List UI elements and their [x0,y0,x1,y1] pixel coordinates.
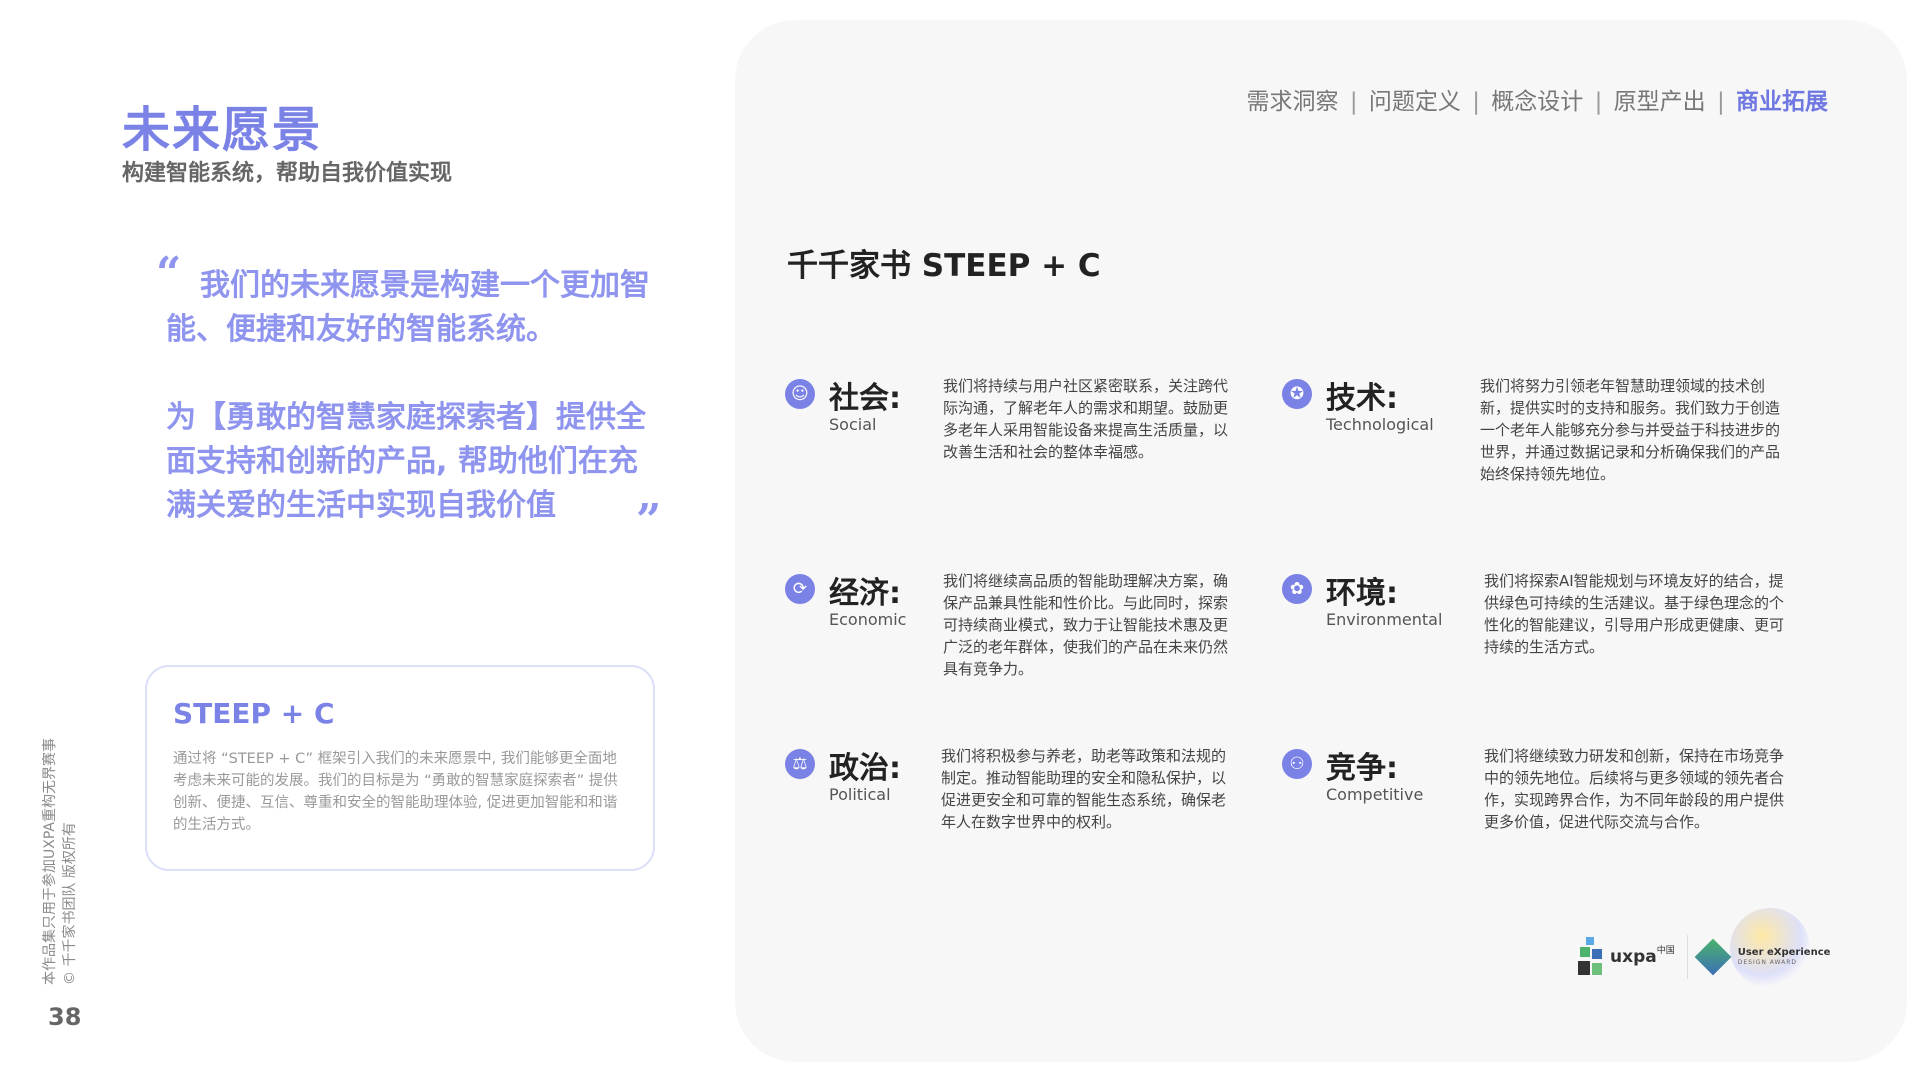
steep-item-description: 我们将努力引领老年智慧助理领域的技术创新，提供实时的支持和服务。我们致力于创造一… [1480,377,1781,483]
uxpa-logo-cn-text: 中国 [1656,945,1675,956]
steep-item-english-name: Economic [829,610,907,629]
copyright-note-line-1: 本作品集只用于参加UXPA重构无界赛事 [42,738,58,985]
page-subtitle: 构建智能系统，帮助自我价值实现 [122,161,453,186]
steep-item-english-name: Political [829,785,891,804]
logo-divider [1686,935,1688,979]
nav-separator: | [1349,89,1358,115]
steep-item-name: 技术: [1326,381,1398,416]
steep-summary-card: STEEP + C 通过将 “STEEP + C” 框架引入我们的未来愿景中, … [145,665,655,871]
nav-separator: | [1716,89,1725,115]
nav-item-problem-definition[interactable]: 问题定义 [1368,89,1461,115]
steep-item-name: 政治: [829,751,901,786]
person-icon: ☺ [785,379,815,409]
nav-item-business-expansion[interactable]: 商业拓展 [1736,89,1828,115]
steep-item-description: 我们将探索AI智能规划与环境友好的结合，提供绿色可持续的生活建议。基于绿色理念的… [1484,572,1785,656]
nav-item-concept-design[interactable]: 概念设计 [1491,89,1584,115]
vision-quote-paragraph-1: 我们的未来愿景是构建一个更加智能、便捷和友好的智能系统。 [166,268,650,347]
ux-award-subtitle: DESIGN AWARD [1737,959,1798,966]
steep-item-description: 我们将积极参与养老，助老等政策和法规的制定。推动智能助理的安全和隐私保护，以促进… [941,747,1227,831]
quote-open-mark: “ [156,248,182,299]
vision-quote: 我们的未来愿景是构建一个更加智能、便捷和友好的智能系统。 为【勇敢的智慧家庭探索… [166,264,666,528]
steep-item-english-name: Competitive [1326,785,1424,804]
steep-card-title: STEEP + C [173,697,335,730]
ux-award-title: User eXperience [1737,947,1831,958]
quote-close-mark: ” [636,495,662,546]
copyright-note-line-2: © 千千家书团队 版权所有 [62,822,78,985]
steep-item-english-name: Technological [1326,415,1434,434]
vision-quote-paragraph-2: 为【勇敢的智慧家庭探索者】提供全面支持和创新的产品, 帮助他们在充满关爱的生活中… [166,400,646,523]
steep-item-name: 竞争: [1326,751,1398,786]
steep-panel [735,20,1907,1062]
cycle-icon: ⟳ [785,574,815,604]
uxpa-logo-text: uxpa [1610,947,1657,967]
steep-item-description: 我们将继续致力研发和创新，保持在市场竞争中的领先地位。后续将与更多领域的领先者合… [1484,747,1785,831]
steep-item-name: 社会: [829,381,901,416]
steep-item-name: 环境: [1326,576,1398,611]
uxpa-mark-icon [1578,937,1606,977]
ux-design-award-logo: User eXperience DESIGN AWARD [1694,938,1831,976]
steep-item-description: 我们将继续高品质的智能助理解决方案，确保产品兼具性能和性价比。与此同时，探索可持… [943,572,1229,678]
steep-item-english-name: Environmental [1326,610,1443,629]
nav-item-prototype[interactable]: 原型产出 [1613,89,1706,115]
copyright-note: 本作品集只用于参加UXPA重构无界赛事 © 千千家书团队 版权所有 [40,738,80,985]
group-icon: ⚇ [1282,749,1312,779]
gavel-icon: ⚖ [785,749,815,779]
steep-item-description: 我们将持续与用户社区紧密联系，关注跨代际沟通，了解老年人的需求和期望。鼓励更多老… [943,377,1229,461]
nav-separator: | [1472,89,1480,115]
diamond-logo-icon [1694,938,1732,976]
badge-icon: ✪ [1282,379,1312,409]
page-title: 未来愿景 [122,102,323,158]
section-nav: 需求洞察 | 问题定义 | 概念设计 | 原型产出 | 商业拓展 [1247,82,1829,116]
decorative-glow [1730,908,1810,988]
nav-separator: | [1594,89,1603,115]
uxpa-logo: uxpa 中国 [1578,937,1675,977]
steep-card-text: 通过将 “STEEP + C” 框架引入我们的未来愿景中, 我们能够更全面地考虑… [173,751,618,833]
sponsor-logos: uxpa 中国 User eXperience DESIGN AWARD [1578,935,1830,979]
steep-item-english-name: Social [829,415,877,434]
steep-panel-title: 千千家书 STEEP + C [787,248,1101,284]
palm-tree-icon: ✿ [1282,574,1312,604]
page-number: 38 [48,1003,82,1031]
nav-item-needs-insight[interactable]: 需求洞察 [1246,89,1339,115]
steep-item-name: 经济: [829,576,901,611]
